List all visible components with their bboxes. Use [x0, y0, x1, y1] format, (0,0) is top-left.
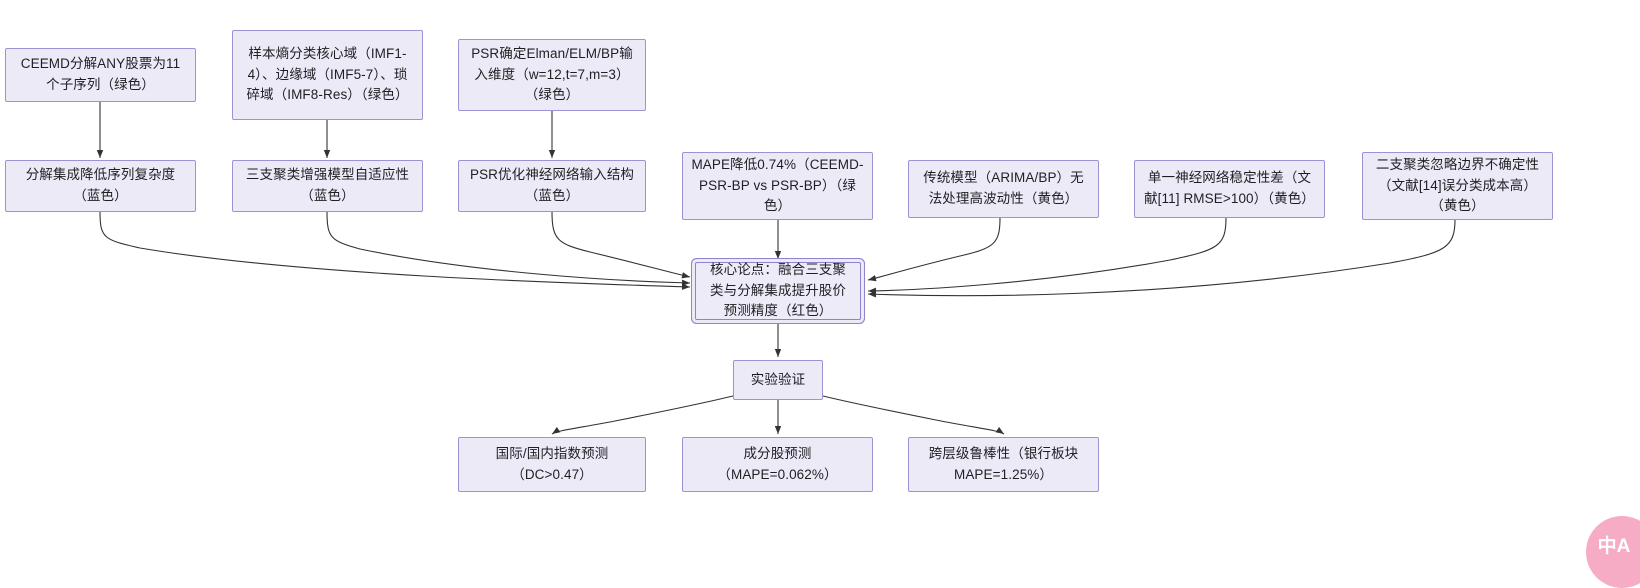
node-label: 样本熵分类核心域（IMF1-4）、边缘域（IMF5-7）、琐碎域（IMF8-Re…: [246, 45, 409, 103]
edge-n11-n14: [822, 395, 1005, 435]
node-core-thesis[interactable]: 核心论点：融合三支聚类与分解集成提升股价预测精度（红色）: [695, 262, 861, 320]
node-label: 成分股预测（MAPE=0.062%）: [717, 445, 838, 482]
node-label: PSR优化神经网络输入结构（蓝色）: [469, 167, 635, 203]
watermark-label: 中A: [1597, 536, 1631, 558]
node-psr-optimizes-network-structure[interactable]: PSR优化神经网络输入结构（蓝色）: [458, 160, 646, 212]
node-sample-entropy-classification[interactable]: 样本熵分类核心域（IMF1-4）、边缘域（IMF5-7）、琐碎域（IMF8-Re…: [232, 30, 423, 120]
node-two-way-clustering-limitation[interactable]: 二支聚类忽略边界不确定性（文献[14]误分类成本高）（黄色）: [1362, 152, 1553, 220]
node-label: 二支聚类忽略边界不确定性（文献[14]误分类成本高）（黄色）: [1375, 156, 1540, 214]
node-three-way-clustering-adaptivity[interactable]: 三支聚类增强模型自适应性（蓝色）: [232, 160, 423, 212]
edge-n9-core: [867, 217, 1227, 295]
diagram-canvas: CEEMD分解ANY股票为11个子序列（绿色） 样本熵分类核心域（IMF1-4）…: [5, 30, 1640, 588]
node-label: 分解集成降低序列复杂度（蓝色）: [25, 167, 176, 203]
node-ceemd-decomposition[interactable]: CEEMD分解ANY股票为11个子序列（绿色）: [5, 48, 196, 102]
edge-n4-core: [99, 211, 691, 290]
edge-n5-core: [326, 211, 691, 286]
node-traditional-model-limitation[interactable]: 传统模型（ARIMA/BP）无法处理高波动性（黄色）: [908, 160, 1099, 218]
watermark-badge: 中A: [1586, 516, 1640, 588]
node-label: 实验验证: [750, 371, 806, 387]
node-label: MAPE降低0.74%（CEEMD-PSR-BP vs PSR-BP）（绿色）: [691, 156, 864, 214]
node-constituent-stock-prediction[interactable]: 成分股预测（MAPE=0.062%）: [682, 437, 873, 492]
node-label: PSR确定Elman/ELM/BP输入维度（w=12,t=7,m=3）（绿色）: [471, 45, 633, 103]
node-cross-level-robustness[interactable]: 跨层级鲁棒性（银行板块MAPE=1.25%）: [908, 437, 1099, 492]
node-label: CEEMD分解ANY股票为11个子序列（绿色）: [20, 56, 181, 92]
node-index-prediction[interactable]: 国际/国内指数预测（DC>0.47）: [458, 437, 646, 492]
node-experimental-validation[interactable]: 实验验证: [733, 360, 823, 400]
edge-n8-core: [867, 217, 1001, 282]
edge-n10-core: [867, 219, 1456, 298]
node-label: 跨层级鲁棒性（银行板块MAPE=1.25%）: [928, 445, 1079, 482]
edge-n6-core: [551, 211, 691, 279]
node-label: 国际/国内指数预测（DC>0.47）: [495, 445, 609, 482]
node-label: 核心论点：融合三支聚类与分解集成提升股价预测精度（红色）: [710, 261, 846, 319]
node-decomposition-reduces-complexity[interactable]: 分解集成降低序列复杂度（蓝色）: [5, 160, 196, 212]
node-label: 三支聚类增强模型自适应性（蓝色）: [245, 167, 410, 203]
node-mape-reduction[interactable]: MAPE降低0.74%（CEEMD-PSR-BP vs PSR-BP）（绿色）: [682, 152, 873, 220]
node-label: 传统模型（ARIMA/BP）无法处理高波动性（黄色）: [923, 170, 1084, 206]
node-psr-input-dimension[interactable]: PSR确定Elman/ELM/BP输入维度（w=12,t=7,m=3）（绿色）: [458, 39, 646, 111]
edge-n11-n12: [551, 395, 734, 435]
node-label: 单一神经网络稳定性差（文献[11] RMSE>100）（黄色）: [1144, 170, 1315, 206]
node-single-network-instability[interactable]: 单一神经网络稳定性差（文献[11] RMSE>100）（黄色）: [1134, 160, 1325, 218]
